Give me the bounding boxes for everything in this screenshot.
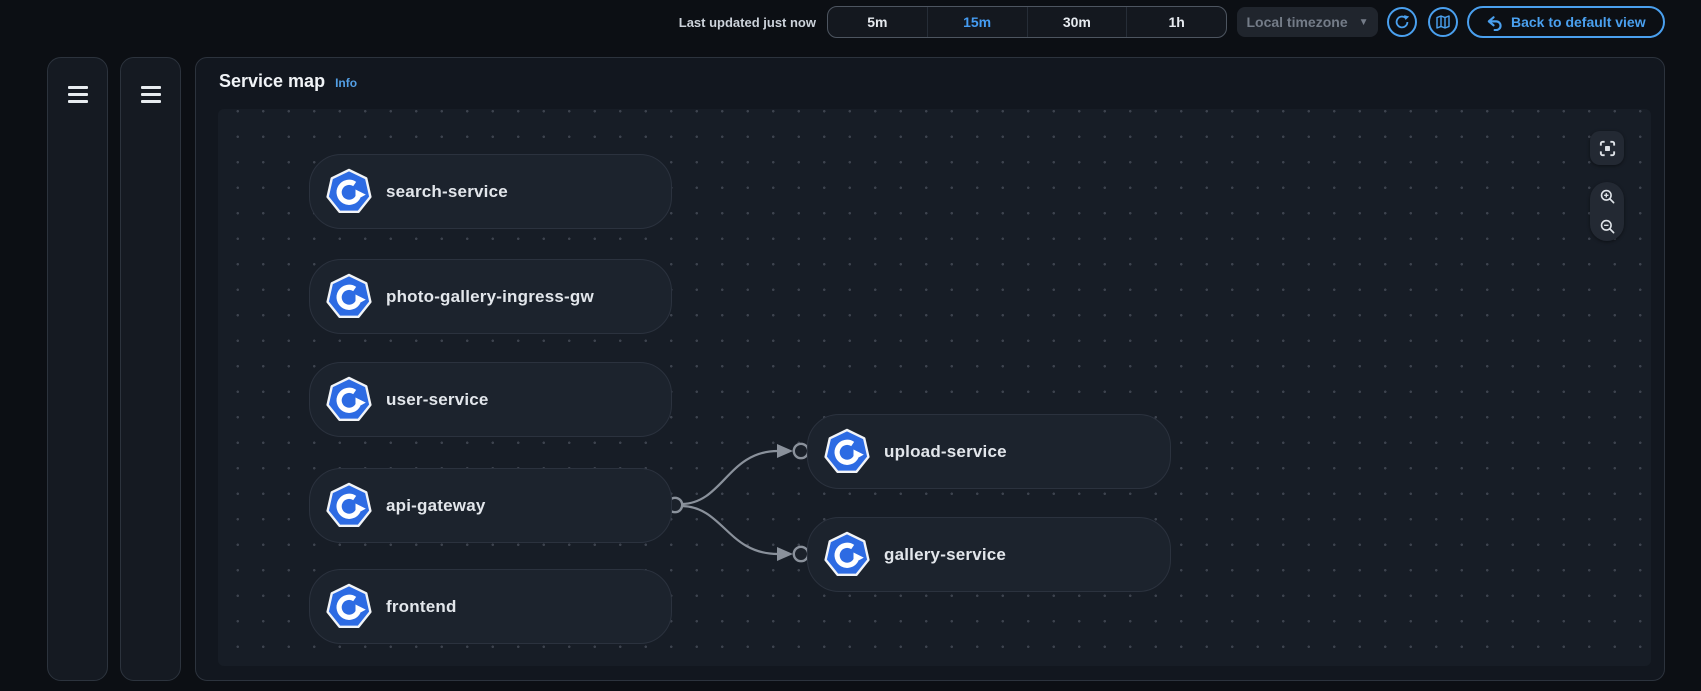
time-range-1h[interactable]: 1h: [1126, 7, 1226, 37]
service-map-canvas[interactable]: search-service photo-gallery-ingress-gw …: [218, 109, 1651, 666]
collapsed-side-panel-2: [120, 57, 181, 681]
undo-icon: [1486, 14, 1503, 31]
zoom-out-button[interactable]: [1590, 212, 1624, 242]
service-node-label: api-gateway: [386, 495, 486, 515]
arrowhead-icon: [777, 547, 793, 561]
timezone-selector-label: Local timezone: [1246, 14, 1348, 30]
time-range-15m[interactable]: 15m: [926, 7, 1027, 37]
service-node-label: gallery-service: [884, 544, 1007, 564]
kubernetes-service-icon: [823, 531, 871, 579]
kubernetes-service-icon: [823, 428, 871, 476]
kubernetes-service-icon: [325, 168, 373, 216]
collapsed-side-panel-1: [47, 57, 108, 681]
refresh-button[interactable]: [1387, 7, 1417, 37]
edge-api-gateway-to-gallery-service: [681, 504, 779, 556]
timezone-selector[interactable]: Local timezone ▼: [1237, 7, 1378, 37]
kubernetes-service-icon: [325, 376, 373, 424]
zoom-in-button[interactable]: [1590, 182, 1624, 212]
edge-api-gateway-to-upload-service: [681, 449, 779, 506]
kubernetes-service-icon: [325, 273, 373, 321]
zoom-controls: [1590, 182, 1624, 241]
last-updated-text: Last updated just now: [678, 15, 816, 30]
fit-to-screen-icon: [1598, 139, 1617, 158]
back-to-default-view-label: Back to default view: [1511, 14, 1646, 30]
service-node-label: frontend: [386, 596, 457, 616]
time-range-30m[interactable]: 30m: [1026, 7, 1127, 37]
fit-to-screen-button[interactable]: [1590, 131, 1624, 165]
service-node-label: photo-gallery-ingress-gw: [386, 286, 594, 306]
kubernetes-service-icon: [325, 583, 373, 631]
back-to-default-view-button[interactable]: Back to default view: [1467, 6, 1665, 38]
time-range-5m[interactable]: 5m: [828, 7, 927, 37]
service-node-frontend[interactable]: frontend: [309, 569, 672, 644]
map-icon: [1435, 14, 1451, 30]
service-node-user-service[interactable]: user-service: [309, 362, 672, 437]
service-node-label: search-service: [386, 181, 508, 201]
service-node-photo-gallery-ingress-gw[interactable]: photo-gallery-ingress-gw: [309, 259, 672, 334]
service-node-api-gateway[interactable]: api-gateway: [309, 468, 672, 543]
page-title: Service map: [219, 71, 326, 91]
arrowhead-icon: [777, 444, 793, 458]
menu-icon[interactable]: [137, 78, 165, 111]
zoom-out-icon: [1599, 218, 1616, 235]
service-node-upload-service[interactable]: upload-service: [807, 414, 1171, 489]
time-range-segmented-control: 5m 15m 30m 1h: [827, 6, 1227, 38]
refresh-icon: [1393, 13, 1411, 31]
kubernetes-service-icon: [325, 482, 373, 530]
map-legend-button[interactable]: [1428, 7, 1458, 37]
zoom-in-icon: [1599, 188, 1616, 205]
menu-icon[interactable]: [64, 78, 92, 111]
service-node-label: upload-service: [884, 441, 1007, 461]
chevron-down-icon: ▼: [1358, 16, 1369, 28]
service-node-label: user-service: [386, 389, 489, 409]
service-node-search-service[interactable]: search-service: [309, 154, 672, 229]
service-map-panel: Service map Info search-service pho: [195, 57, 1665, 681]
service-node-gallery-service[interactable]: gallery-service: [807, 517, 1171, 592]
info-link[interactable]: Info: [335, 76, 358, 90]
panel-header: Service map Info: [219, 71, 357, 92]
